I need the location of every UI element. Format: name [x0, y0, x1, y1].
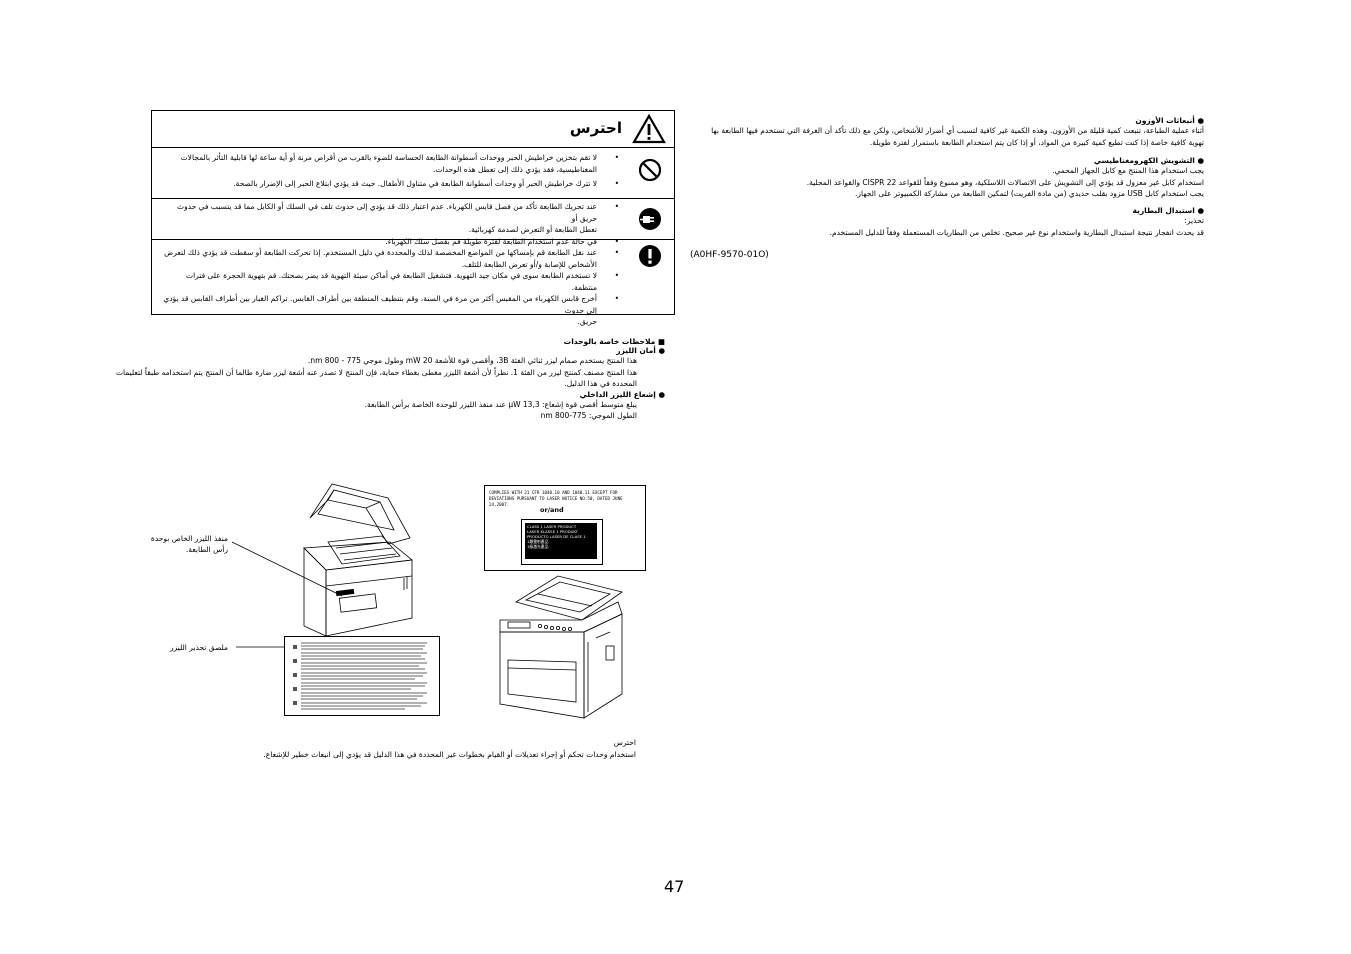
emi-line-1: يجب استخدام هذا المنتج مع كابل الجهاز ال…	[1052, 166, 1204, 175]
caution-bullet: •لا تستخدم الطابعة سوى في مكان جيد التهو…	[186, 271, 619, 292]
battery-title: ● استبدال البطارية	[1132, 206, 1205, 215]
sticker-text-lines	[293, 642, 427, 710]
caution-header: احترس	[152, 111, 674, 148]
unplug-icon	[639, 208, 661, 230]
sticker-leader-line	[236, 646, 284, 648]
battery-line-1: تحذير:	[1184, 216, 1204, 225]
ozone-line-2: تهوية كافية خاصة إذا كنت تطبع كمية كبيرة…	[869, 137, 1204, 147]
compliance-label: COMPLIES WITH 21 CFR 1040.10 AND 1040.11…	[484, 485, 646, 571]
warning-sticker-label: ملصق تحذير الليزر	[170, 643, 228, 652]
caution-row-unplug: •عند تحريك الطابعة تأكد من فصل قابس الكه…	[152, 199, 674, 246]
caution-row-storage: •لا تقم بتخزين خراطيش الحبر ووحدات أسطوا…	[152, 148, 674, 199]
laser-safety-line-1: هذا المنتج يستخدم صمام ليزر ثنائي الفئة …	[307, 356, 637, 365]
laser-heading: ■ ملاحظات خاصة بالوحدات	[563, 337, 665, 346]
class-label-line: LASER KLASSE 1 PRODUKT	[527, 529, 578, 534]
laser-aperture-label: منفذ الليزر الخاص بوحدة رأس الطابعة.	[150, 534, 228, 554]
ozone-title: ● أنبعاثات الأوزون	[1135, 116, 1204, 125]
battery-line-2: قد يحدث انفجار نتيجة استبدال البطارية وا…	[829, 227, 1204, 237]
caution-bullet: •لا تترك خراطيش الحبر أو وحدات أسطوانة ا…	[233, 179, 619, 188]
caution-bullet: •عند تحريك الطابعة تأكد من فصل قابس الكه…	[177, 202, 619, 234]
ozone-section: ● أنبعاثات الأوزون أثناء عملية الطباعة، …	[700, 116, 1204, 148]
laser-radiation-title: ● إشعاع الليزر الداخلي	[579, 389, 665, 399]
laser-safety-line-3: المحددة في هذا الدليل.	[564, 379, 637, 388]
caution-row-storage-text: •لا تقم بتخزين خراطيش الحبر ووحدات أسطوا…	[160, 152, 619, 190]
caution-note-text: استخدام وحدات تحكم أو إجراء تعديلات أو ا…	[263, 749, 636, 759]
aperture-leader-line	[231, 541, 343, 597]
document-code: (A0HF-9570-01O)	[690, 250, 769, 260]
exclamation-icon	[639, 245, 661, 267]
caution-bullet: •لا تقم بتخزين خراطيش الحبر ووحدات أسطوا…	[180, 153, 619, 174]
laser-section: ■ ملاحظات خاصة بالوحدات ● أمان الليزر هذ…	[100, 337, 665, 422]
caution-note-title: احترس	[613, 738, 636, 747]
caution-title: احترس	[569, 119, 622, 137]
compliance-text: COMPLIES WITH 21 CFR 1040.10 AND 1040.11…	[489, 490, 623, 507]
laser-radiation-line-1: يبلغ متوسط أقصى قوة إشعاع: 13,3 μW عند م…	[364, 399, 637, 409]
emi-title: ● التشويش الكهرومغناطيسي	[1093, 156, 1204, 165]
caution-bullet: •عند نقل الطابعة قم بإمساكها من المواضع …	[164, 248, 619, 269]
warning-triangle-icon	[632, 114, 666, 144]
class-1-label: CLASS 1 LASER PRODUCT LASER KLASSE 1 PRO…	[521, 519, 603, 565]
caution-bullet: •أخرج قابس الكهرباء من المقبس أكثر من مر…	[163, 294, 619, 326]
caution-box: احترس •لا تقم بتخزين خراطيش الحبر ووحدات…	[151, 110, 675, 326]
laser-warning-sticker	[284, 636, 440, 716]
or-and-text: or/and	[540, 506, 564, 514]
printer-closed-illustration	[499, 575, 623, 719]
ozone-line-1: أثناء عملية الطباعة، تنبعث كمية قليلة من…	[711, 126, 1204, 135]
laser-safety-line-2: هذا المنتج مصنف كمنتج ليزر من الفئة 1. ن…	[115, 367, 637, 377]
printer-open-illustration	[303, 483, 413, 637]
caution-row-unplug-text: •عند تحريك الطابعة تأكد من فصل قابس الكه…	[160, 201, 619, 247]
caution-bullet: •في حالة عدم استخدام الطابعة لفترة طويلة…	[385, 236, 619, 246]
caution-row-handling: •عند نقل الطابعة قم بإمساكها من المواضع …	[152, 240, 674, 326]
class-label-line: PRODUCTO LASER DE CLASE 1	[527, 534, 586, 539]
caution-note: احترس استخدام وحدات تحكم أو إجراء تعديلا…	[150, 737, 636, 760]
laser-safety-title: ● أمان الليزر	[616, 346, 665, 355]
caution-row-handling-text: •عند نقل الطابعة قم بإمساكها من المواضع …	[160, 247, 619, 328]
battery-section: ● استبدال البطارية تحذير: قد يحدث انفجار…	[700, 206, 1204, 238]
emi-line-3: يجب استخدام كابل USB مزود بقلب حديدي (من…	[855, 189, 1204, 198]
emi-section: ● التشويش الكهرومغناطيسي يجب استخدام هذا…	[700, 156, 1204, 200]
laser-radiation-line-2: الطول الموجي: 775-800 nm	[540, 411, 637, 420]
emi-line-2: استخدام كابل غير معزول قد يؤدي إلى التشو…	[806, 177, 1204, 187]
no-symbol-icon	[638, 158, 662, 182]
class-label-line: CLASS 1 LASER PRODUCT	[527, 524, 577, 529]
page-number: 47	[664, 877, 685, 896]
class-label-line: 1類雷射產品	[527, 539, 549, 544]
class-label-line: 1級激光產品	[527, 544, 549, 549]
